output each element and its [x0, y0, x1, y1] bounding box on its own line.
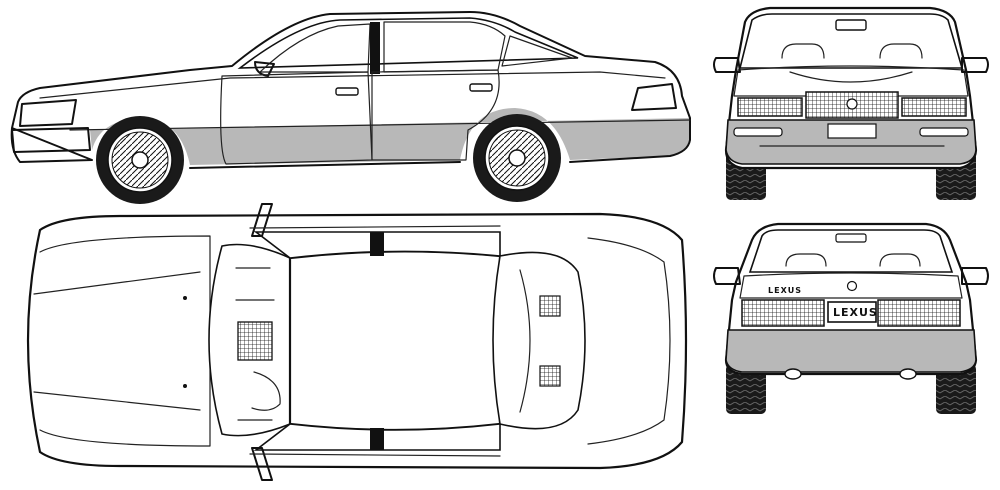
- front-rearview-mirror: [835, 19, 867, 31]
- rear-brake-light: [835, 233, 867, 243]
- side-front-wheel: [96, 116, 184, 204]
- top-dashboard-console: [237, 321, 273, 361]
- front-plate-area: [827, 123, 877, 139]
- top-rear-window: [492, 251, 586, 430]
- side-rear-door-handle: [469, 83, 493, 92]
- top-roof: [288, 250, 502, 432]
- rear-plate-badge: LEXUS: [833, 306, 878, 319]
- top-rear-speaker-left: [539, 295, 561, 317]
- side-quarter-glass: [501, 35, 573, 67]
- top-right-b-pillar: [370, 428, 384, 450]
- rear-window: [748, 229, 954, 273]
- rear-right-tire: [936, 364, 976, 414]
- front-windshield: [738, 13, 964, 69]
- side-greenhouse: [237, 17, 579, 69]
- side-body-crease: [69, 119, 691, 131]
- side-headlight: [19, 99, 77, 127]
- rear-left-mirror: [713, 267, 741, 285]
- side-beltline: [39, 71, 666, 99]
- top-left-b-pillar: [370, 232, 384, 256]
- side-front-door: [220, 71, 373, 165]
- rear-seat-left: [785, 253, 827, 267]
- side-rear-door: [371, 69, 500, 161]
- front-hood: [733, 65, 969, 97]
- rear-left-tail-light: [741, 299, 825, 327]
- side-tail-light: [631, 83, 677, 111]
- top-trunk: [587, 237, 671, 445]
- top-hood-crease-1: [33, 271, 201, 295]
- side-front-window: [259, 23, 371, 73]
- front-lexus-emblem: [846, 98, 858, 110]
- side-front-bumper: [11, 127, 91, 153]
- front-bumper: [725, 119, 977, 165]
- rear-bumper: [725, 329, 977, 373]
- rear-trunk-badge: LEXUS: [768, 286, 802, 295]
- front-left-mirror: [713, 57, 741, 73]
- rear-left-exhaust: [784, 368, 802, 380]
- side-view: [10, 11, 691, 204]
- rear-seat-right: [879, 253, 921, 267]
- side-mirror: [254, 61, 275, 77]
- rear-right-tail-light: [877, 299, 961, 327]
- top-view: [26, 203, 688, 481]
- rear-right-exhaust: [899, 368, 917, 380]
- top-rear-speaker-right: [539, 365, 561, 387]
- rear-right-mirror: [961, 267, 989, 285]
- side-b-pillar: [370, 22, 380, 74]
- front-seat-left: [781, 43, 825, 59]
- top-hood-detail: [183, 384, 187, 388]
- front-right-fog-light: [919, 127, 969, 137]
- rear-license-plate: [827, 301, 877, 323]
- top-rear-shelf: [519, 269, 531, 413]
- rear-trunk-emblem: [846, 280, 858, 292]
- rear-left-tire: [726, 364, 766, 414]
- front-left-fog-light: [733, 127, 783, 137]
- front-right-mirror: [961, 57, 989, 73]
- rear-view: LEXUS LEXUS: [713, 222, 989, 414]
- front-seat-right: [879, 43, 923, 59]
- front-right-headlight: [901, 97, 967, 117]
- side-lower-body-panel: [90, 108, 690, 165]
- side-front-door-handle: [335, 87, 359, 96]
- top-right-mirror: [251, 447, 273, 481]
- side-rear-window: [383, 21, 506, 73]
- side-rear-wheel: [473, 114, 561, 202]
- front-left-headlight: [737, 97, 803, 117]
- top-dash-lines: [235, 267, 275, 421]
- top-right-door-line: [249, 453, 501, 457]
- top-left-mirror: [251, 203, 273, 237]
- top-hood-crease-2: [33, 391, 201, 411]
- top-hood-emblem: [183, 296, 187, 300]
- front-hood-crease: [789, 71, 913, 83]
- top-left-door-line: [249, 225, 501, 229]
- front-view: [713, 6, 989, 200]
- top-steering-wheel: [251, 371, 281, 411]
- rear-trunk-lid: [739, 272, 963, 299]
